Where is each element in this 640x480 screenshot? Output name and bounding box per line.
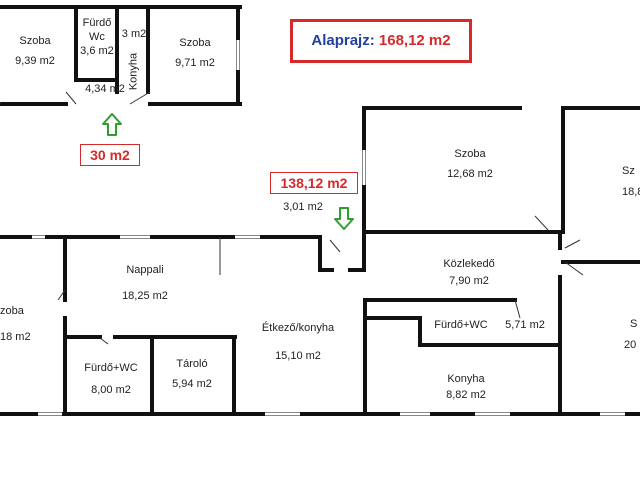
walls [0,5,640,416]
room-szoba2-name: Szoba [179,37,211,49]
room-szoba3-area: 12,68 m2 [447,168,493,180]
room-konyha-small-area: 3 m2 [121,28,147,40]
room-furdo-top-name: Fürdő [82,17,112,29]
room-furdo-top-name2: Wc [89,31,105,43]
title-label: Alaprajz: [311,32,375,49]
area-badge-lower: 138,12 m2 [270,172,358,194]
room-kozlekedo-area: 7,90 m2 [449,275,489,287]
room-furdo-top-area: 3,6 m2 [80,45,114,57]
room-tarolo-name: Tároló [176,358,208,370]
room-furdo-right-name: Fürdő+WC [434,319,488,331]
room-furdo-left-area: 8,00 m2 [91,384,131,396]
room-etkezo-area: 15,10 m2 [275,350,321,362]
arrow-up-icon [102,113,122,136]
room-konyha-name: Konyha [447,373,485,385]
title-box: Alaprajz: 168,12 m2 [290,19,472,63]
room-szoba2-area: 9,71 m2 [175,57,215,69]
room-nappali-name: Nappali [126,264,164,276]
room-hall-top-area: 4,34 m2 [85,83,125,95]
room-szoba-left-area: 18 m2 [0,331,31,343]
area-badge-upper: 30 m2 [80,144,140,166]
room-szoba-right-bottom-name: S [630,318,638,330]
room-szoba-right-top-area: 18,8 [622,186,640,198]
room-szoba-right-bottom-area: 20 [624,339,637,351]
room-etkezo-name: Étkező/konyha [261,322,335,334]
room-kozlekedo-name: Közlekedő [443,258,495,270]
arrow-down-icon [334,207,354,230]
room-szoba-left-name: zoba [0,305,24,317]
room-furdo-left-name: Fürdő+WC [84,362,138,374]
room-entry-area: 3,01 m2 [283,201,323,213]
room-szoba1-area: 9,39 m2 [15,55,55,67]
room-szoba3-name: Szoba [454,148,486,160]
room-tarolo-area: 5,94 m2 [172,378,212,390]
room-szoba1-name: Szoba [19,35,51,47]
room-nappali-area: 18,25 m2 [122,290,168,302]
thin-lines [0,91,584,345]
title-value: 168,12 m2 [378,32,451,49]
room-furdo-right-area: 5,71 m2 [505,319,545,331]
room-szoba-right-top-name: Sz [622,165,635,177]
window-gaps [32,40,625,416]
room-konyha-area: 8,82 m2 [446,389,486,401]
